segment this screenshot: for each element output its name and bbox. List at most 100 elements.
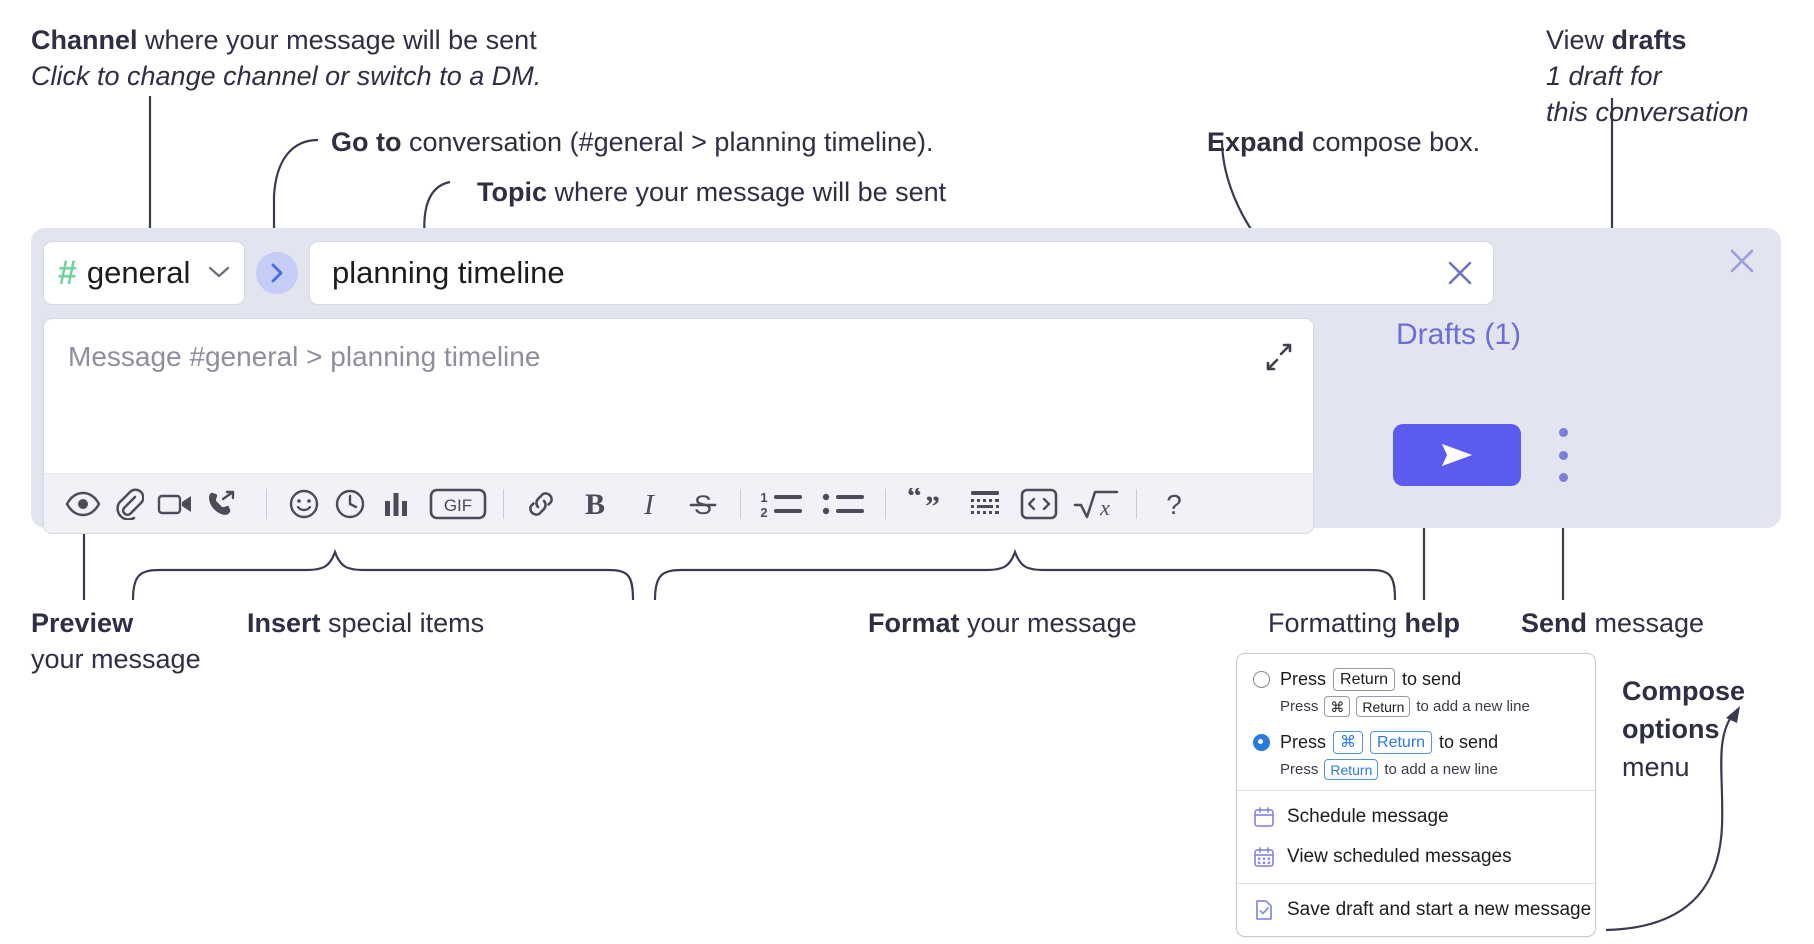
goto-conversation-button[interactable] xyxy=(256,252,298,294)
channel-name-label: general xyxy=(86,255,191,290)
kebab-dot xyxy=(1558,450,1568,460)
toolbar-divider xyxy=(1136,488,1137,519)
annotation-goto-rest: conversation (#general > planning timeli… xyxy=(401,127,934,157)
italic-icon[interactable]: I xyxy=(626,481,672,527)
svg-text:1: 1 xyxy=(760,490,767,505)
annotation-preview-line2: your message xyxy=(31,644,201,674)
attachment-icon[interactable] xyxy=(106,481,152,527)
annotation-insert: Insert special items xyxy=(247,605,484,641)
preview-icon[interactable] xyxy=(60,481,106,527)
close-icon[interactable] xyxy=(1443,256,1477,290)
menu-group-schedule: Schedule message View scheduled messages xyxy=(1237,791,1595,883)
menu-item-view-scheduled[interactable]: View scheduled messages xyxy=(1237,837,1595,877)
compose-options-menu: Press Return to send Press ⌘ Return to a… xyxy=(1236,653,1596,937)
menu-divider xyxy=(1237,790,1595,791)
compose-options-button[interactable] xyxy=(1550,428,1576,482)
emoji-icon[interactable] xyxy=(281,481,327,527)
audio-clip-icon[interactable] xyxy=(198,481,244,527)
gif-icon[interactable]: GIF xyxy=(427,481,489,527)
chevron-right-icon xyxy=(271,263,283,283)
annotation-goto: Go to conversation (#general > planning … xyxy=(331,124,934,160)
annotation-insert-bold: Insert xyxy=(247,608,321,638)
topic-input[interactable]: planning timeline xyxy=(309,241,1494,305)
svg-text:2: 2 xyxy=(760,505,767,520)
close-icon[interactable] xyxy=(1725,244,1759,278)
annotation-channel-rest: where your message will be sent xyxy=(137,25,537,55)
annotation-insert-rest: special items xyxy=(320,608,485,638)
blockquote-icon[interactable]: “” xyxy=(900,481,954,527)
annotation-expand-bold: Expand xyxy=(1207,127,1305,157)
annotation-topic: Topic where your message will be sent xyxy=(477,174,946,210)
annotation-preview-bold: Preview xyxy=(31,608,134,638)
key-return: Return xyxy=(1370,731,1433,754)
menu-item-label: Save draft and start a new message xyxy=(1287,899,1592,920)
option-return-pre: Press xyxy=(1280,669,1327,689)
annotation-format: Format your message xyxy=(868,605,1137,641)
option-cmd-sub-post: to add a new line xyxy=(1384,761,1498,778)
calendar-icon xyxy=(1253,806,1275,828)
menu-item-save-draft[interactable]: Save draft and start a new message xyxy=(1237,890,1595,930)
help-icon[interactable]: ? xyxy=(1151,481,1197,527)
radio-return[interactable] xyxy=(1253,671,1270,688)
video-camera-icon[interactable] xyxy=(152,481,198,527)
send-icon xyxy=(1442,444,1472,466)
hash-icon: # xyxy=(58,254,77,292)
send-button[interactable] xyxy=(1393,424,1521,486)
channel-selector[interactable]: # general xyxy=(43,241,245,305)
annotation-expand-rest: compose box. xyxy=(1304,127,1481,157)
clock-icon[interactable] xyxy=(327,481,373,527)
kebab-dot xyxy=(1558,473,1568,482)
key-command: ⌘ xyxy=(1324,696,1351,717)
option-return-sub-post: to add a new line xyxy=(1416,698,1530,715)
bold-icon[interactable]: B xyxy=(572,481,618,527)
annotation-channel: Channel where your message will be sent … xyxy=(31,22,541,94)
annotation-send-rest: message xyxy=(1587,608,1705,638)
expand-icon[interactable] xyxy=(1263,341,1295,373)
annotation-topic-rest: where your message will be sent xyxy=(547,177,947,207)
annotation-compose-options: Compose options menu xyxy=(1622,672,1745,786)
annotation-help-lead: Formatting xyxy=(1268,608,1405,638)
annotation-help: Formatting help xyxy=(1268,605,1460,641)
annotation-drafts-italic-2: this conversation xyxy=(1546,97,1749,127)
svg-text:x: x xyxy=(1099,495,1110,520)
radio-cmd-return[interactable] xyxy=(1253,734,1270,751)
message-input[interactable]: Message #general > planning timeline xyxy=(43,318,1314,473)
menu-item-schedule-message[interactable]: Schedule message xyxy=(1237,797,1595,837)
menu-group-draft: Save draft and start a new message xyxy=(1237,884,1595,936)
send-option-cmd-return[interactable]: Press ⌘ Return to send Press Return to a… xyxy=(1237,729,1595,780)
annotation-send: Send message xyxy=(1521,605,1704,641)
annotation-drafts-lead: View xyxy=(1546,25,1612,55)
annotation-topic-bold: Topic xyxy=(477,177,547,207)
annotation-preview: Preview your message xyxy=(31,605,201,677)
annotation-compose-options-line3: menu xyxy=(1622,752,1690,782)
key-return: Return xyxy=(1324,759,1379,780)
option-return-sub-pre: Press xyxy=(1280,698,1319,715)
message-placeholder: Message #general > planning timeline xyxy=(68,341,541,372)
toolbar-divider xyxy=(885,488,886,519)
key-return: Return xyxy=(1333,668,1396,691)
svg-text:GIF: GIF xyxy=(444,496,472,515)
annotation-expand: Expand compose box. xyxy=(1207,124,1480,160)
annotation-format-bold: Format xyxy=(868,608,960,638)
toolbar-divider xyxy=(740,488,741,519)
svg-text:“: “ xyxy=(907,488,922,513)
save-draft-icon xyxy=(1253,899,1275,921)
svg-text:I: I xyxy=(643,489,655,521)
send-option-return[interactable]: Press Return to send Press ⌘ Return to a… xyxy=(1237,666,1595,717)
poll-icon[interactable] xyxy=(373,481,419,527)
option-cmd-sub-pre: Press xyxy=(1280,761,1319,778)
key-command: ⌘ xyxy=(1333,731,1364,754)
inline-code-icon[interactable] xyxy=(1016,481,1062,527)
toolbar-divider xyxy=(503,488,504,519)
drafts-link[interactable]: Drafts (1) xyxy=(1396,318,1522,351)
annotation-send-bold: Send xyxy=(1521,608,1588,638)
strikethrough-icon[interactable]: S xyxy=(680,481,726,527)
annotation-format-rest: your message xyxy=(959,608,1137,638)
link-icon[interactable] xyxy=(518,481,564,527)
math-icon[interactable]: x xyxy=(1070,481,1122,527)
compose-panel: # general planning timeline Message #gen… xyxy=(31,228,1781,534)
bulleted-list-icon[interactable] xyxy=(817,481,871,527)
code-block-icon[interactable] xyxy=(962,481,1008,527)
